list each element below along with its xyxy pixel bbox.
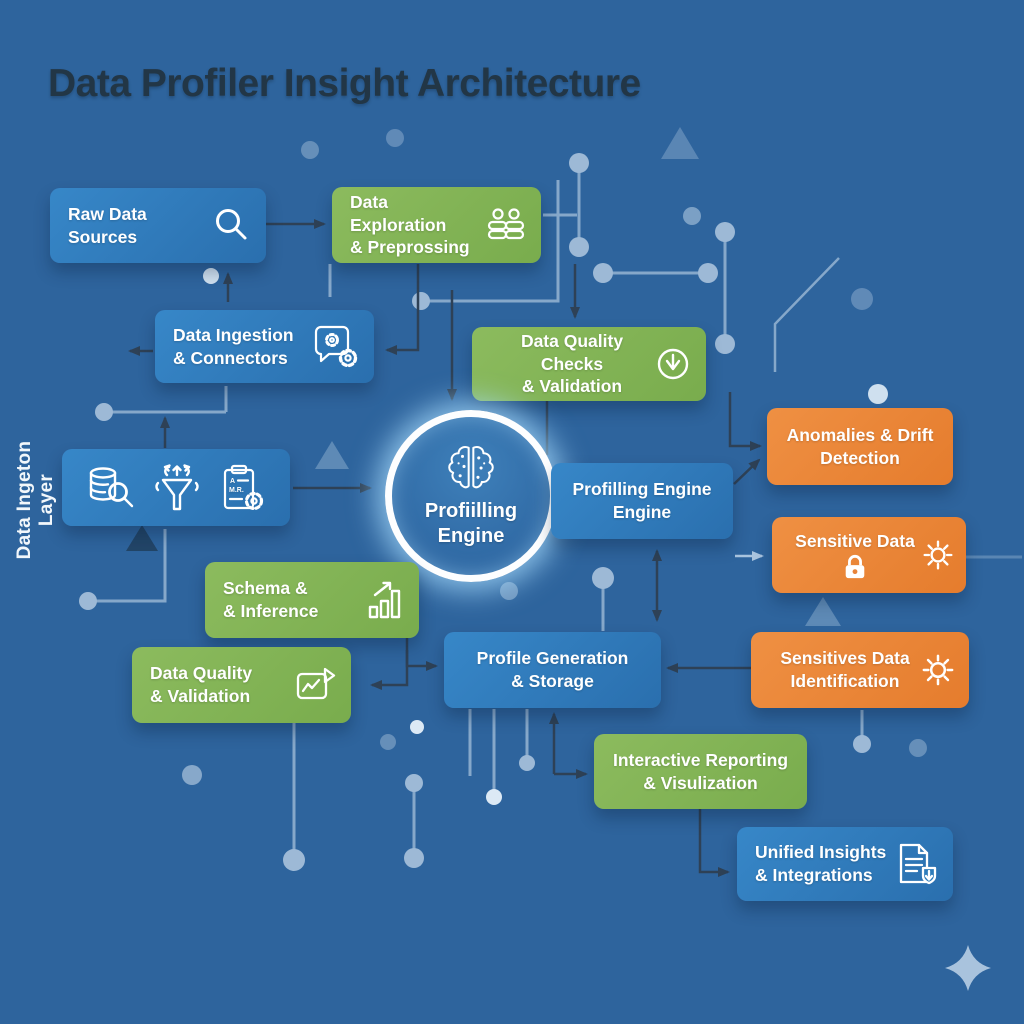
clipboard-gear-icon: A M.R. <box>218 463 266 513</box>
node-profiling-engine-circle: Profiilling Engine <box>385 410 557 582</box>
circuit-triangles <box>126 127 841 626</box>
database-search-icon <box>86 464 136 512</box>
node-label: Data Ingestion & Connectors <box>173 324 294 368</box>
node-label: Unified Insights & Integrations <box>755 842 887 885</box>
node-ingestion-icons: A M.R. <box>62 449 290 526</box>
node-unified-insights: Unified Insights & Integrations <box>737 827 953 901</box>
sun-icon <box>922 539 954 571</box>
node-anomalies-drift: Anomalies & Drift Detection <box>767 408 953 485</box>
node-data-quality-validation: Data Quality & Validation <box>132 647 351 723</box>
svg-text:A: A <box>230 478 235 485</box>
node-label: Data Quality & Validation <box>150 663 253 706</box>
node-data-quality-checks: Data Quality Checks & Validation <box>472 327 706 401</box>
chart-doc-icon <box>295 666 337 704</box>
node-label: Sensitive Data <box>788 530 922 581</box>
node-label: Anomalies & Drift Detection <box>786 424 934 468</box>
node-label: Profiilling Engine <box>424 500 518 547</box>
layer-side-label: Data Ingeton Layer <box>14 440 57 560</box>
node-profile-generation: Profile Generation & Storage <box>444 632 661 708</box>
chat-gear-icon <box>312 324 360 370</box>
users-icon <box>483 206 527 244</box>
brain-icon <box>440 443 502 493</box>
flow-arrows <box>128 219 762 877</box>
circuit-dots <box>79 129 927 871</box>
document-shield-icon <box>893 841 939 887</box>
node-label: Data Exploration & Preprossing <box>350 191 470 258</box>
node-label: Raw Data Sources <box>68 203 147 247</box>
node-label: Schema & & Inference <box>223 578 319 621</box>
svg-text:M.R.: M.R. <box>229 487 244 494</box>
bar-chart-arrow-icon <box>363 579 405 621</box>
node-data-exploration: Data Exploration & Preprossing <box>332 187 541 263</box>
node-data-ingestion: Data Ingestion & Connectors <box>155 310 374 383</box>
node-label: Interactive Reporting & Visulization <box>612 749 789 793</box>
node-label: Data Quality Checks & Validation <box>520 330 624 397</box>
node-sensitive-data: Sensitive Data <box>772 517 966 593</box>
funnel-icon <box>151 463 203 513</box>
node-schema-inference: Schema & & Inference <box>205 562 419 638</box>
node-interactive-reporting: Interactive Reporting & Visulization <box>594 734 807 809</box>
page-title: Data Profiler Insight Architecture <box>48 62 641 105</box>
clock-arrow-icon <box>654 345 692 383</box>
node-label: Profilling Engine Engine <box>572 479 712 522</box>
magnifier-icon <box>212 206 252 246</box>
node-label: Profile Generation & Storage <box>476 648 629 691</box>
node-raw-data-sources: Raw Data Sources <box>50 188 266 263</box>
circuit-lines <box>88 163 1022 860</box>
node-label: Sensitives Data Identification <box>780 648 910 691</box>
node-sensitives-data-identification: Sensitives Data Identification <box>751 632 969 708</box>
sun-icon <box>921 653 955 687</box>
lock-icon <box>842 554 868 580</box>
node-profiling-engine-engine: Profilling Engine Engine <box>551 463 733 539</box>
sparkle-icon <box>945 945 991 991</box>
